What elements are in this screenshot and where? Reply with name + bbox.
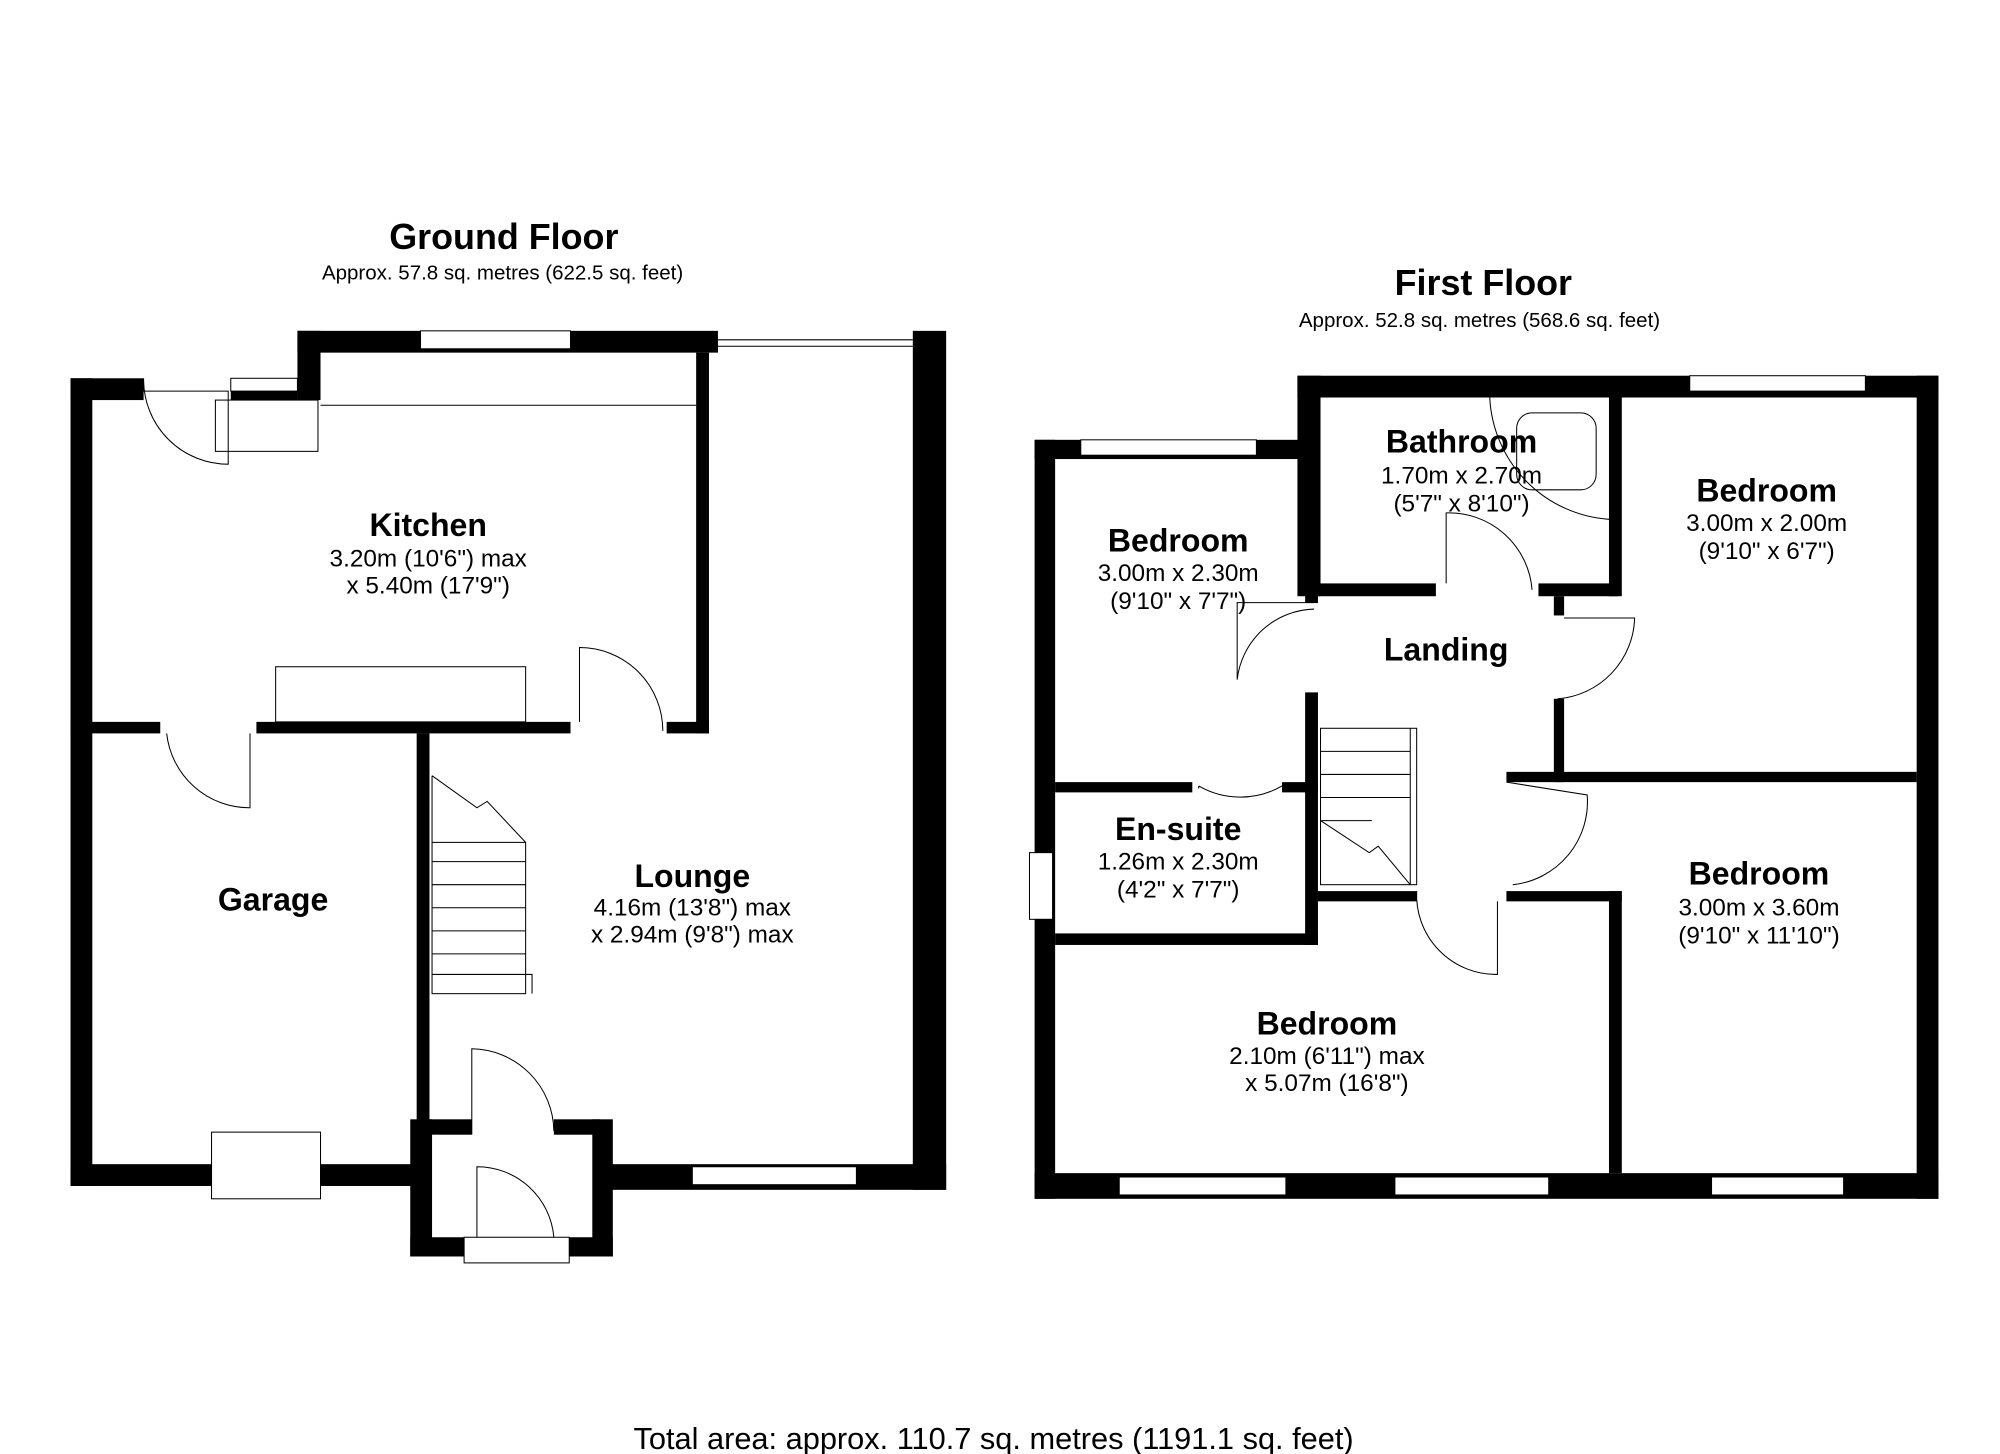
ground-floor-plan: Ground Floor Approx. 57.8 sq. metres (62…: [70, 217, 947, 1264]
ground-staircase: [431, 775, 533, 995]
room-name: Kitchen: [369, 507, 487, 543]
room-en-suite: En-suite 1.26m x 2.30m (4'2" x 7'7"): [1098, 811, 1259, 904]
first-floor-area: Approx. 52.8 sq. metres (568.6 sq. feet): [1299, 309, 1660, 332]
first-windows-doors: [1028, 375, 1866, 1196]
first-staircase: [1320, 727, 1418, 886]
room-dims: 2.10m (6'11") max: [1229, 1043, 1425, 1070]
room-name: Garage: [218, 881, 328, 917]
room-garage: Garage: [218, 881, 328, 917]
room-dims: (4'2" x 7'7"): [1117, 877, 1240, 904]
room-bathroom: Bathroom 1.70m x 2.70m (5'7" x 8'10"): [1381, 424, 1542, 518]
room-dims: 1.70m x 2.70m: [1381, 462, 1542, 489]
room-dims: 3.00m x 2.30m: [1098, 560, 1259, 587]
first-floor-plan: First Floor Approx. 52.8 sq. metres (568…: [1028, 263, 1939, 1199]
room-name: Bedroom: [1257, 1006, 1398, 1042]
room-bedroom-bottom: Bedroom 2.10m (6'11") max x 5.07m (16'8"…: [1229, 1006, 1425, 1097]
room-dims: 4.16m (13'8") max: [594, 894, 791, 921]
room-dims: (9'10" x 6'7"): [1699, 538, 1835, 565]
ground-floor-area: Approx. 57.8 sq. metres (622.5 sq. feet): [322, 262, 683, 285]
room-dims: 3.00m x 2.00m: [1686, 510, 1847, 537]
room-name: Landing: [1384, 631, 1509, 667]
room-name: Bedroom: [1108, 522, 1249, 558]
room-dims: 3.20m (10'6") max: [330, 546, 527, 573]
room-dims: x 5.07m (16'8"): [1245, 1070, 1408, 1097]
room-dims: x 2.94m (9'8") max: [591, 921, 794, 948]
room-bedroom-top-right: Bedroom 3.00m x 2.00m (9'10" x 6'7"): [1686, 472, 1847, 565]
room-name: Lounge: [634, 858, 750, 894]
room-bedroom-top-left: Bedroom 3.00m x 2.30m (9'10" x 7'7"): [1098, 522, 1259, 615]
room-dims: (9'10" x 11'10"): [1678, 923, 1839, 950]
room-dims: 1.26m x 2.30m: [1098, 848, 1259, 875]
room-dims: (9'10" x 7'7"): [1110, 588, 1246, 615]
first-floor-title: First Floor: [1395, 263, 1572, 303]
ground-windows-doors: [143, 330, 913, 1264]
room-bedroom-bottom-right: Bedroom 3.00m x 3.60m (9'10" x 11'10"): [1678, 856, 1839, 950]
room-dims: 3.00m x 3.60m: [1678, 894, 1839, 921]
room-name: Bathroom: [1386, 424, 1537, 460]
room-name: En-suite: [1115, 811, 1241, 847]
room-lounge: Lounge 4.16m (13'8") max x 2.94m (9'8") …: [591, 858, 794, 948]
room-name: Bedroom: [1689, 856, 1830, 892]
total-area: Total area: approx. 110.7 sq. metres (11…: [633, 1421, 1353, 1454]
room-name: Bedroom: [1696, 472, 1837, 508]
ground-walls: [70, 330, 947, 1257]
room-kitchen: Kitchen 3.20m (10'6") max x 5.40m (17'9"…: [330, 507, 527, 600]
room-landing: Landing: [1384, 631, 1509, 667]
room-dims: x 5.40m (17'9"): [346, 573, 509, 600]
ground-floor-title: Ground Floor: [389, 217, 618, 257]
room-dims: (5'7" x 8'10"): [1393, 491, 1529, 518]
